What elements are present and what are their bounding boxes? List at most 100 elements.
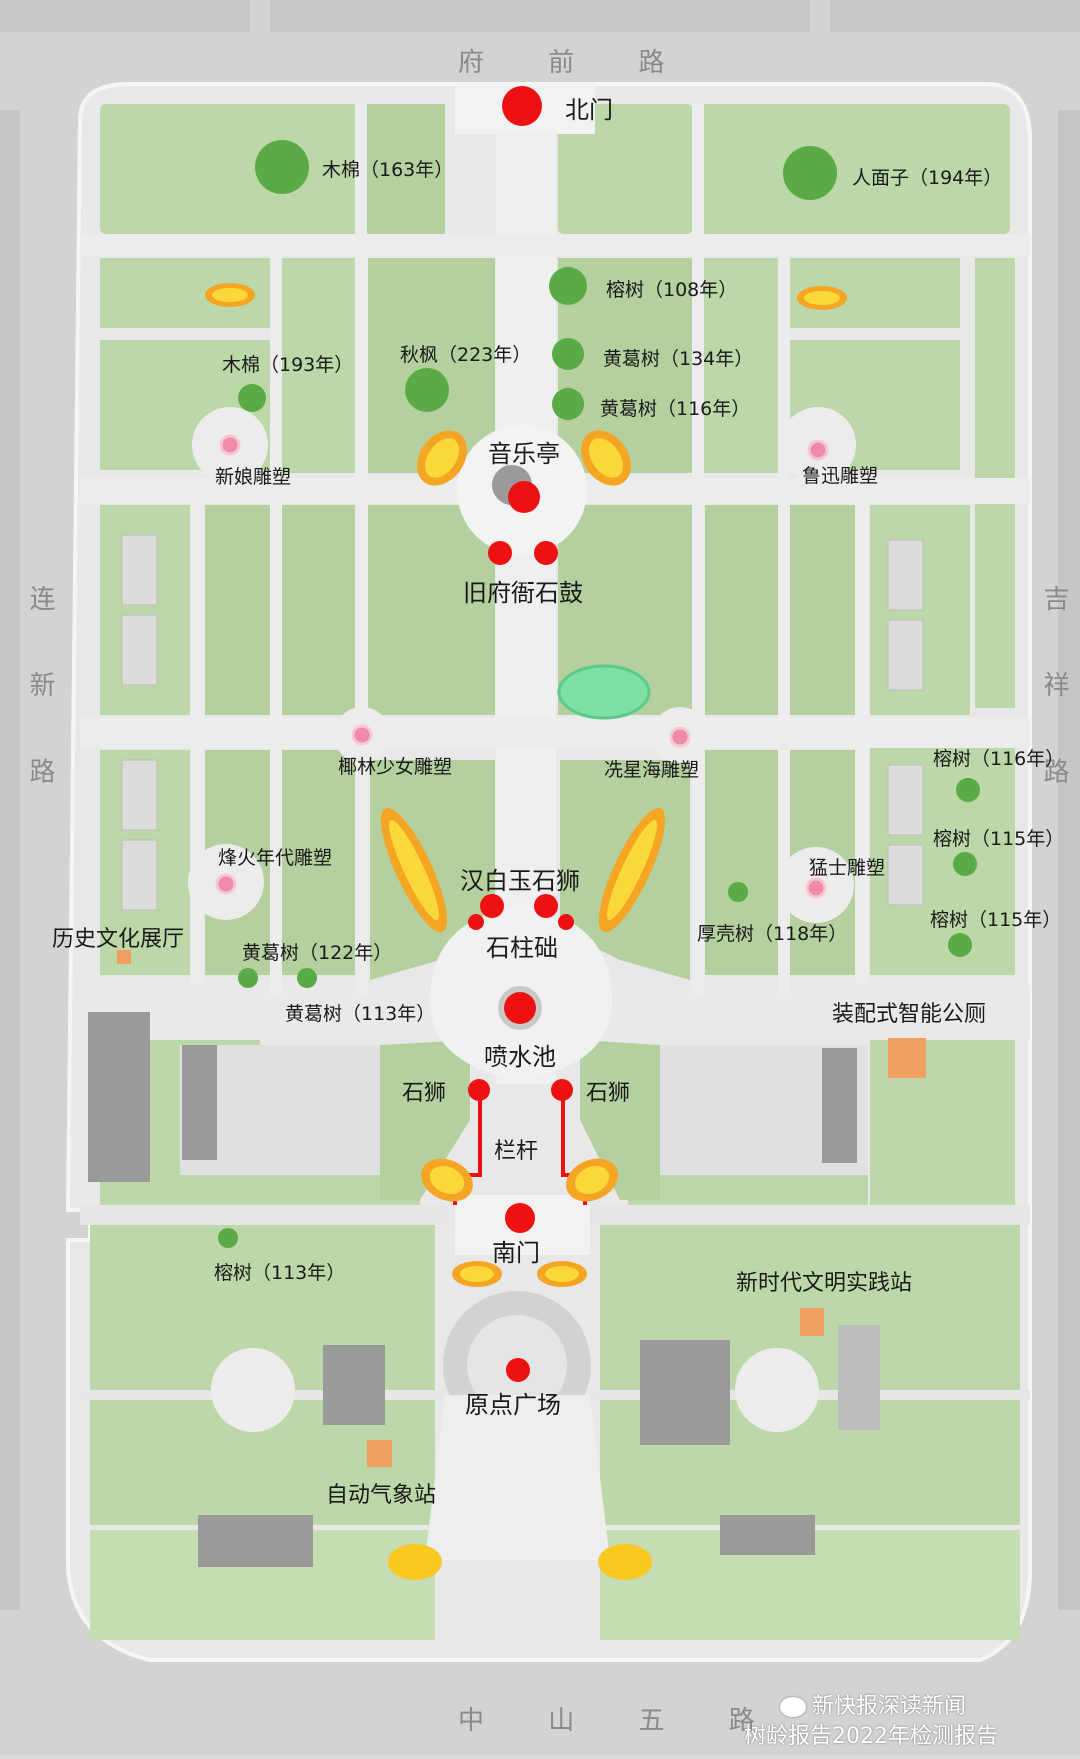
roundabout <box>211 1348 295 1432</box>
flower-bed <box>424 438 460 478</box>
label-tree-ficus-116: 黄葛树（116年） <box>600 398 751 420</box>
building <box>822 1048 857 1163</box>
city-block <box>0 0 250 32</box>
facility-civilization-station <box>800 1308 824 1336</box>
label-origin-square: 原点广场 <box>465 1391 561 1419</box>
label-tree-ficus-122: 黄葛树（122年） <box>242 942 393 964</box>
tree-renmianzi-194 <box>783 146 837 200</box>
tree-houke-118 <box>728 882 748 902</box>
label-stone-drums: 旧府衙石鼓 <box>463 579 583 607</box>
label-sculpture-coconut-girl: 椰林少女雕塑 <box>338 756 453 778</box>
marker-stone-lion-left <box>468 1079 490 1101</box>
lawn <box>368 505 495 715</box>
lawn <box>282 258 357 473</box>
marker-north-gate <box>502 86 542 126</box>
label-marble-lions: 汉白玉石狮 <box>460 867 580 895</box>
lawn <box>558 104 693 234</box>
building <box>198 1515 313 1567</box>
roundabout <box>735 1348 819 1432</box>
label-stone-lion-right: 石狮 <box>586 1081 631 1106</box>
city-block <box>1058 110 1080 1610</box>
watermark-report: 树龄报告2022年检测报告 <box>744 1724 998 1749</box>
label-fountain: 喷水池 <box>484 1043 556 1071</box>
building <box>182 1045 217 1160</box>
flower-bed <box>429 1165 465 1195</box>
marker-pillar-base-right <box>558 914 574 930</box>
marker-music-pavilion <box>508 481 540 513</box>
label-weather-station: 自动气象站 <box>326 1483 437 1508</box>
label-smart-toilet: 装配式智能公厕 <box>832 1002 987 1027</box>
facility-weather-station <box>367 1440 392 1467</box>
marker-marble-lion-right <box>534 894 558 918</box>
tree-banyan-115a <box>953 852 977 876</box>
lawn <box>380 1040 470 1200</box>
marker-pillar-base-left <box>468 914 484 930</box>
flower-bed <box>212 288 248 302</box>
marker-stone-drum-right <box>534 541 558 565</box>
label-sculpture-xianxinghai: 冼星海雕塑 <box>604 759 700 781</box>
flower-bed <box>388 1544 442 1580</box>
city-block <box>270 0 810 32</box>
tree-banyan-113 <box>218 1228 238 1248</box>
label-tree-maple-223: 秋枫（223年） <box>400 344 532 366</box>
flower-bed <box>588 438 624 478</box>
label-sculpture-bride: 新娘雕塑 <box>215 466 292 488</box>
building <box>121 614 158 686</box>
label-tree-banyan-116: 榕树（116年） <box>933 748 1065 770</box>
street-south: 中 山 五 路 <box>458 1706 783 1736</box>
label-stone-lion-left: 石狮 <box>402 1081 447 1106</box>
flower-bed <box>574 1165 610 1195</box>
tree-banyan-108 <box>549 267 587 305</box>
label-sculpture-luxun: 鲁迅雕塑 <box>802 465 879 487</box>
building <box>640 1340 730 1445</box>
flower-bed <box>804 291 840 305</box>
label-south-gate: 南门 <box>492 1239 540 1267</box>
marker-fountain <box>504 992 536 1024</box>
marker-stone-drum-left <box>488 541 512 565</box>
street-east: 吉 祥 路 <box>1039 585 1069 810</box>
building <box>887 844 924 906</box>
building <box>121 759 158 831</box>
sculpture-coconut-girl <box>351 724 373 746</box>
label-sculpture-beacon-era: 烽火年代雕塑 <box>218 847 333 869</box>
tree-banyan-115b <box>948 933 972 957</box>
walkway <box>80 718 1030 748</box>
lawn <box>700 104 1010 234</box>
label-tree-houke-118: 厚壳树（118年） <box>697 923 848 945</box>
south-axis <box>425 1395 610 1560</box>
watermark-account: 新快报深读新闻 <box>780 1688 966 1720</box>
building <box>887 764 924 836</box>
label-sculpture-warrior: 猛士雕塑 <box>809 857 886 879</box>
lawn <box>368 258 495 473</box>
marker-origin-square <box>506 1358 530 1382</box>
building <box>887 619 924 691</box>
building <box>121 839 158 911</box>
building <box>838 1325 880 1430</box>
city-block <box>830 0 1080 32</box>
sculpture-beacon-era <box>215 873 237 895</box>
label-tree-banyan-108: 榕树（108年） <box>606 279 738 301</box>
tree-kapok-163 <box>255 140 309 194</box>
lawn <box>628 1175 868 1205</box>
street-north: 府 前 路 <box>458 48 693 78</box>
label-history-hall: 历史文化展厅 <box>52 927 185 952</box>
label-music-pavilion: 音乐亭 <box>488 440 560 468</box>
walkway <box>855 504 869 984</box>
city-block <box>0 110 20 1610</box>
street-west: 连 新 路 <box>25 585 55 810</box>
tree-ficus-134 <box>552 338 584 370</box>
watermark-account-text: 新快报深读新闻 <box>812 1694 967 1719</box>
sculpture-xianxinghai <box>669 726 691 748</box>
facility-history-hall <box>117 950 131 964</box>
marker-south-gate <box>505 1203 535 1233</box>
flower-bed <box>460 1266 494 1282</box>
label-tree-kapok-193: 木棉（193年） <box>222 354 354 376</box>
building <box>887 539 924 611</box>
sculpture-luxun <box>807 439 829 461</box>
sculpture-bride <box>219 434 241 456</box>
walkway <box>270 234 282 994</box>
lawn <box>703 258 778 473</box>
label-tree-kapok-163: 木棉（163年） <box>322 159 454 181</box>
